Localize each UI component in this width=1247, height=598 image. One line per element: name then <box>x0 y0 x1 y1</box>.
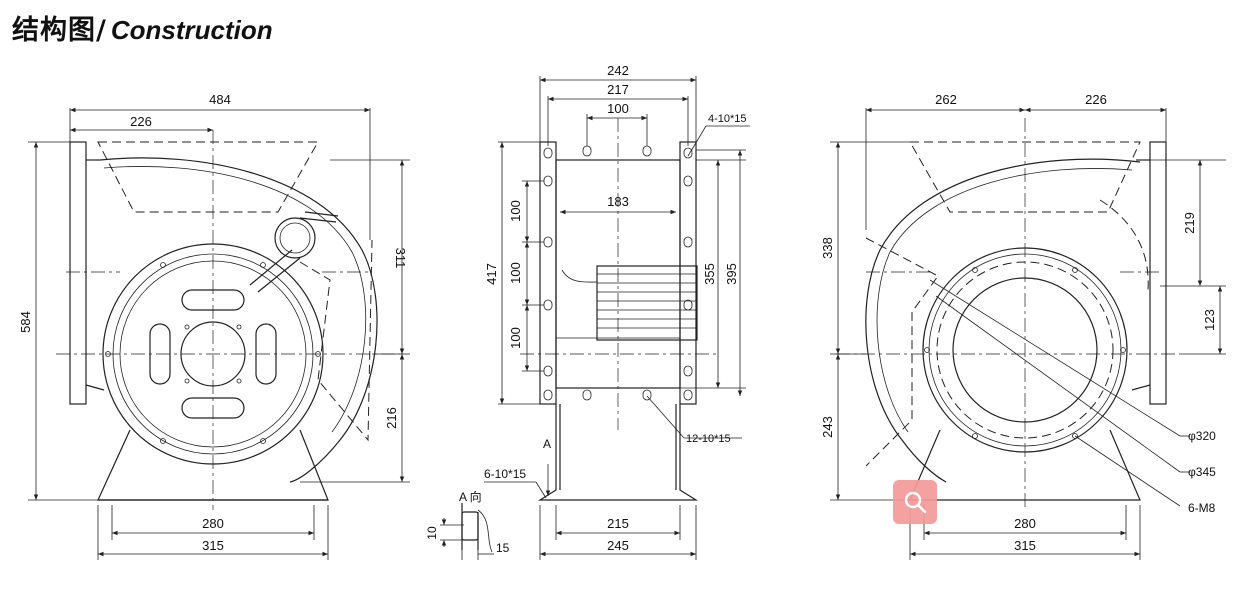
dim-right-243: 243 <box>820 416 835 438</box>
callout-dia-320: φ320 <box>1188 429 1216 443</box>
dim-mid-242: 242 <box>607 63 629 78</box>
dim-mid-217: 217 <box>607 82 629 97</box>
dim-right-219: 219 <box>1182 212 1197 234</box>
dim-left-280: 280 <box>202 516 224 531</box>
dim-left-226: 226 <box>130 114 152 129</box>
dim-mid-395: 395 <box>724 263 739 285</box>
dim-left-216: 216 <box>384 407 399 429</box>
dim-mid-417: 417 <box>484 263 499 285</box>
middle-view: 242 217 100 183 417 100 100 100 355 395 … <box>425 63 750 560</box>
dim-left-315: 315 <box>202 538 224 553</box>
callout-top-slots: 4-10*15 <box>708 113 747 125</box>
dim-right-226: 226 <box>1085 92 1107 107</box>
dim-mid-215: 215 <box>607 516 629 531</box>
dim-slot-15: 15 <box>496 541 510 555</box>
dim-right-262: 262 <box>935 92 957 107</box>
view-a-label: A 向 <box>459 489 482 504</box>
dim-right-315: 315 <box>1014 538 1036 553</box>
page-title-en: Construction <box>110 15 273 45</box>
dim-mid-pitch-2: 100 <box>508 262 523 284</box>
callout-bolts: 6-M8 <box>1188 501 1216 515</box>
view-a-mark: A <box>543 437 551 451</box>
dim-mid-245: 245 <box>607 538 629 553</box>
dim-left-484: 484 <box>209 92 231 107</box>
dim-left-584: 584 <box>18 311 33 333</box>
callout-foot-slots: 6-10*15 <box>484 467 526 481</box>
page-title-cn: 结构图/ <box>12 15 107 46</box>
dim-slot-10: 10 <box>425 526 439 540</box>
dim-mid-pitch-3: 100 <box>508 327 523 349</box>
callout-bottom-slots: 12-10*15 <box>686 433 731 445</box>
callout-dia-345: φ345 <box>1188 465 1216 479</box>
dim-mid-100: 100 <box>607 101 629 116</box>
dim-mid-355: 355 <box>702 263 717 285</box>
right-view: 262 226 338 243 219 123 280 315 φ320 φ34… <box>820 92 1226 560</box>
zoom-button[interactable] <box>893 480 937 524</box>
dim-mid-pitch-1: 100 <box>508 200 523 222</box>
magnifier-icon <box>904 491 927 514</box>
page-title: 结构图/ Construction <box>12 8 273 48</box>
dim-right-338: 338 <box>820 237 835 259</box>
dim-right-123: 123 <box>1202 309 1217 331</box>
left-view: 484 226 584 311 216 280 315 <box>18 92 410 560</box>
dim-mid-183: 183 <box>607 194 629 209</box>
dim-right-280: 280 <box>1014 516 1036 531</box>
dim-left-311: 311 <box>393 248 408 269</box>
